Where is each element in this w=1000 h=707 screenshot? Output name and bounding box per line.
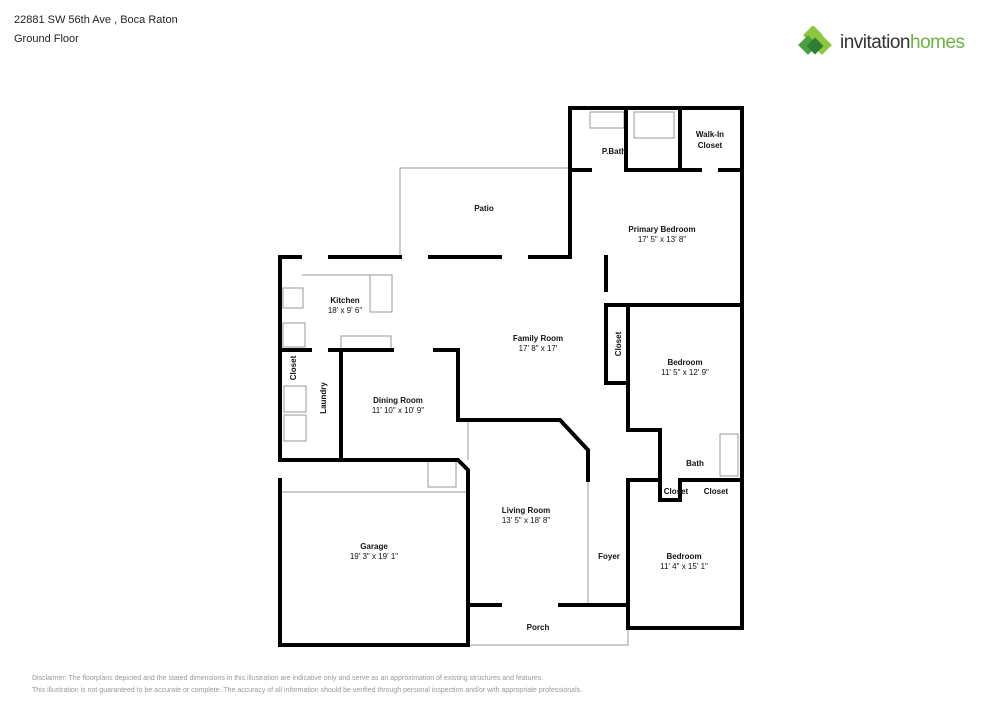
room-bedroom-2: Bedroom — [667, 358, 702, 367]
room-pbath: P.Bath — [602, 147, 626, 156]
room-walkin-2: Closet — [698, 141, 723, 150]
room-garage-dims: 19' 3" x 19' 1" — [350, 552, 398, 561]
room-closet-3: Closet — [664, 487, 689, 496]
room-walkin: Walk-In — [696, 130, 724, 139]
invitation-homes-logo: invitationhomes — [798, 26, 965, 60]
room-bedroom-2-dims: 11' 5" x 12' 9" — [661, 368, 709, 377]
room-bedroom-3: Bedroom — [666, 552, 701, 561]
room-dining-dims: 11' 10" x 10' 9" — [372, 406, 424, 415]
room-family-dims: 17' 8" x 17' — [519, 344, 558, 353]
room-primary-bedroom-dims: 17' 5" x 13' 8" — [638, 235, 686, 244]
logo-text: invitationhomes — [840, 32, 965, 53]
disclaimer-line-2: This illustration is not guaranteed to b… — [32, 687, 583, 694]
room-kitchen: Kitchen — [330, 296, 359, 305]
room-garage: Garage — [360, 542, 388, 551]
room-patio: Patio — [474, 204, 494, 213]
room-bath: Bath — [686, 459, 704, 468]
walls — [278, 106, 744, 647]
room-dining: Dining Room — [373, 396, 423, 405]
room-foyer: Foyer — [598, 552, 620, 561]
room-living-dims: 13' 5" x 18' 8" — [502, 516, 550, 525]
room-living: Living Room — [502, 506, 550, 515]
room-bedroom-3-dims: 11' 4" x 15' 1" — [660, 562, 708, 571]
room-labels: Patio P.Bath Walk-In Closet Primary Bedr… — [289, 130, 729, 632]
room-porch: Porch — [527, 623, 550, 632]
disclaimer-line-1: Disclaimer: The floorplans depicted and … — [32, 675, 544, 682]
room-closet-4: Closet — [704, 487, 729, 496]
room-laundry: Laundry — [319, 382, 328, 414]
room-kitchen-dims: 18' x 9' 6" — [328, 306, 363, 315]
room-closet-1: Closet — [614, 331, 623, 356]
thin-lines — [280, 111, 739, 646]
floor-label: Ground Floor — [14, 33, 79, 45]
room-primary-bedroom: Primary Bedroom — [628, 225, 695, 234]
room-closet-2: Closet — [289, 355, 298, 380]
room-family: Family Room — [513, 334, 563, 343]
address: 22881 SW 56th Ave , Boca Raton — [14, 14, 178, 26]
logo-mark-icon — [798, 26, 832, 55]
